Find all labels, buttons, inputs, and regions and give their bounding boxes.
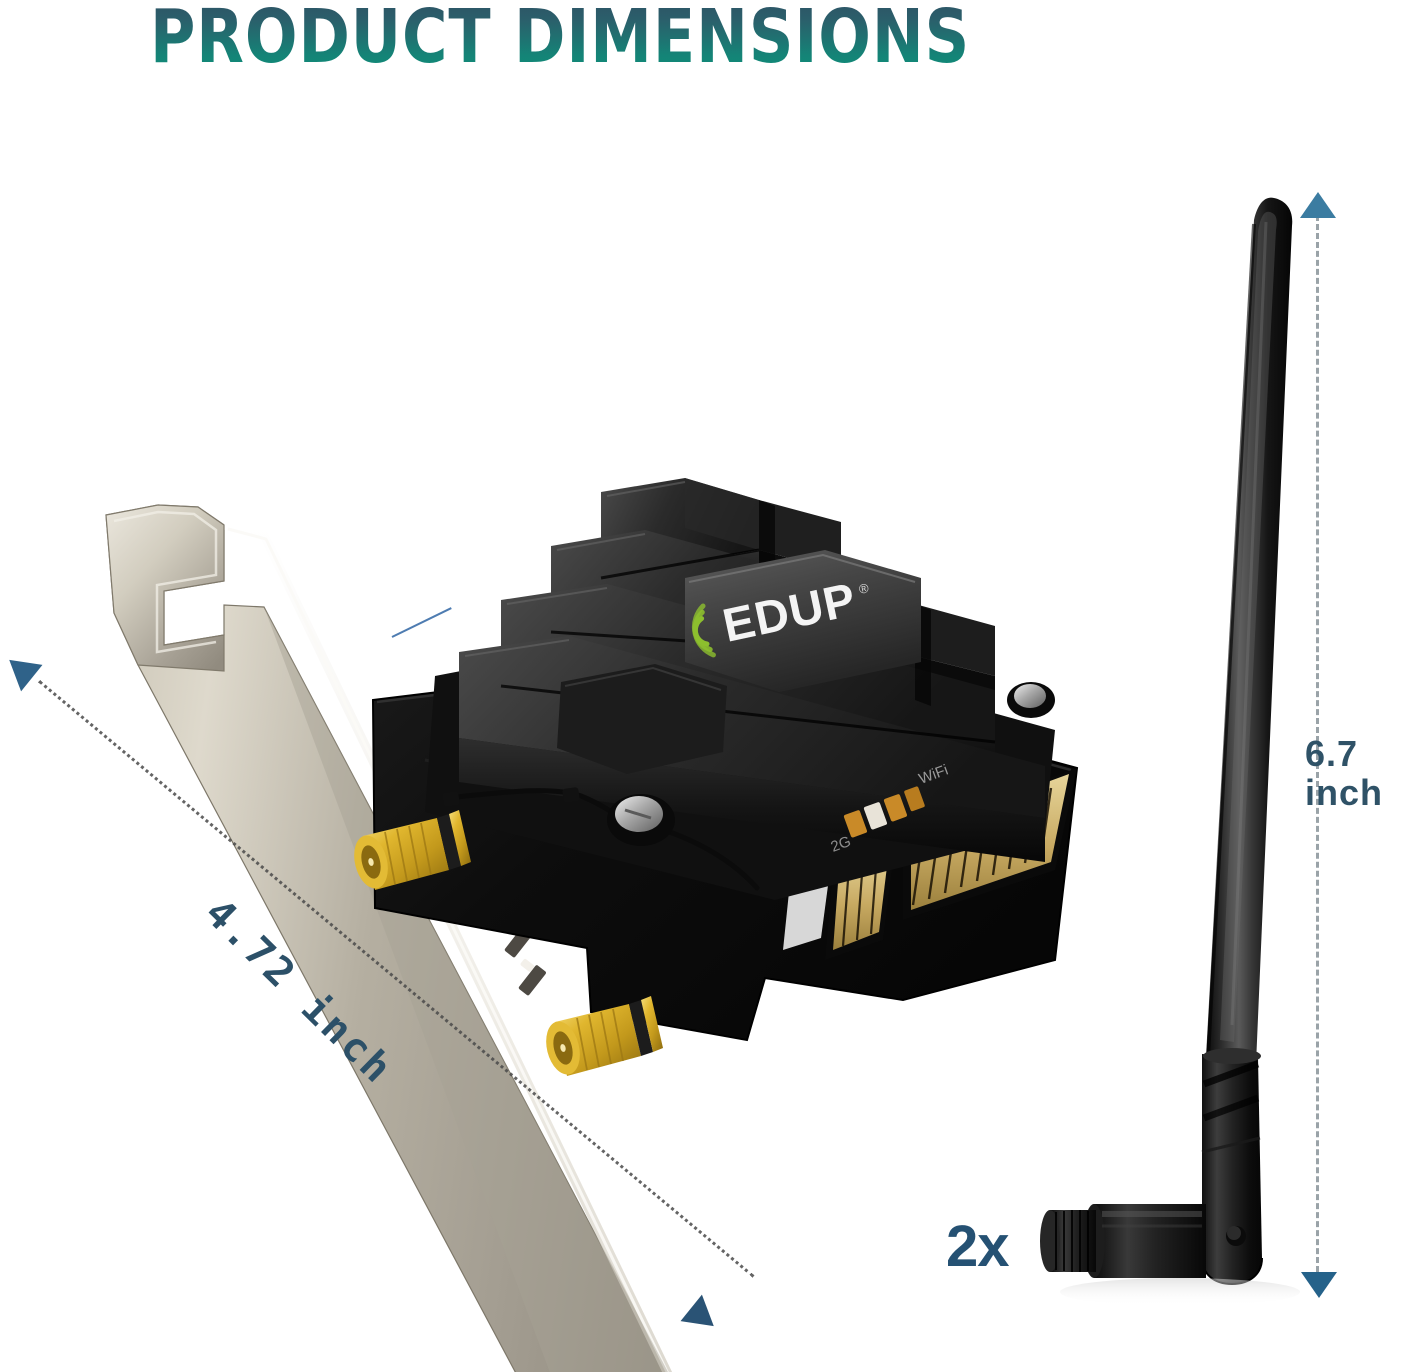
antenna-whip	[1206, 197, 1293, 1065]
height-arrow-top-icon	[1300, 192, 1336, 218]
page-title: PRODUCT DIMENSIONS	[150, 0, 970, 80]
antenna-sma-connector	[1040, 1204, 1206, 1278]
height-dimension-label: 6.7 inch	[1305, 733, 1384, 813]
pci-bracket	[18, 495, 838, 1372]
wifi-signal-icon	[691, 603, 716, 658]
led-indicators	[843, 786, 925, 838]
heatsink-chip-block	[557, 664, 727, 774]
height-value: 6.7	[1305, 733, 1359, 774]
cable-clips	[442, 787, 580, 807]
antenna-reflection	[1060, 1278, 1300, 1306]
antenna-hinge-joint	[1201, 1048, 1263, 1286]
bracket-body	[105, 504, 673, 1372]
heatsink: EDUP ®	[425, 478, 1055, 900]
brand-registered-mark: ®	[858, 580, 871, 597]
silkscreen-led-left: 2G	[829, 833, 854, 856]
sma-connector-bottom	[546, 996, 663, 1076]
wifi-antenna	[1030, 180, 1360, 1310]
mounting-screw-secondary	[1007, 682, 1055, 718]
width-arrow-end-icon	[680, 1294, 725, 1340]
antenna-quantity-label: 2x	[946, 1214, 1010, 1279]
mounting-screw	[607, 794, 675, 846]
sma-connector-top	[354, 810, 471, 890]
pcie-wifi-card: EDUP ®	[354, 400, 1115, 1076]
height-arrow-bottom-icon	[1301, 1272, 1337, 1298]
brand-logo-plate: EDUP ®	[685, 550, 921, 692]
height-dimension-line	[1316, 215, 1319, 1290]
height-unit: inch	[1305, 771, 1384, 813]
